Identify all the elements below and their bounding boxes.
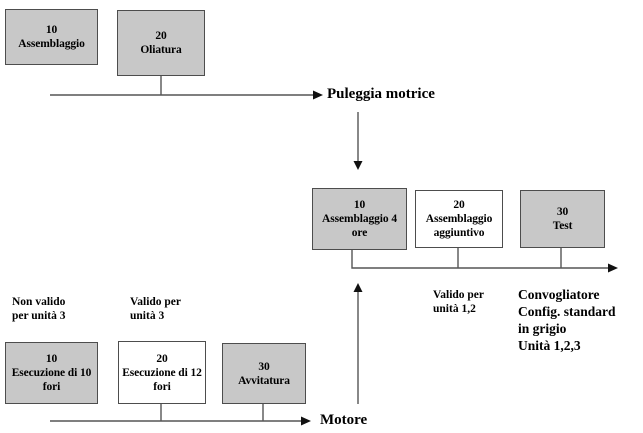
op-box-assembly-20[interactable]: 20 Assemblaggio aggiuntivo (415, 190, 503, 248)
flow-label-puleggia-motrice: Puleggia motrice (327, 86, 435, 102)
op-box-motore-20[interactable]: 20 Esecuzione di 12 fori (118, 341, 206, 404)
assembly-arrowhead (608, 263, 618, 273)
note-valido-unita-3: Valido per unità 3 (130, 296, 182, 322)
puleggia-arrowhead (313, 90, 323, 100)
puleggia-to-assembly-arrowhead (353, 161, 363, 170)
op-label: Avvitatura (238, 374, 290, 387)
op-box-assembly-30[interactable]: 30 Test (520, 190, 605, 248)
note-non-valido-unita-3: Non valido per unità 3 (12, 296, 66, 322)
op-label: Esecuzione di 12 fori (122, 366, 202, 393)
op-box-motore-10[interactable]: 10 Esecuzione di 10 fori (5, 342, 98, 404)
op-box-assembly-10[interactable]: 10 Assemblaggio 4 ore (312, 188, 407, 250)
op-label: Esecuzione di 10 fori (11, 367, 92, 393)
op-number: 20 (156, 352, 168, 365)
flow-label-motore: Motore (320, 412, 368, 428)
op-number: 10 (45, 353, 58, 365)
motore-arrowhead (301, 416, 311, 426)
assembly-baseline (351, 250, 608, 269)
final-product-description: Convogliatore Config. standard in grigio… (518, 287, 616, 353)
op-box-motore-30[interactable]: 30 Avvitatura (222, 343, 306, 404)
note-valido-unita-1-2: Valido per unità 1,2 (433, 289, 485, 315)
op-label: Assemblaggio (18, 38, 85, 50)
op-number: 30 (556, 206, 569, 218)
op-number: 10 (353, 199, 366, 211)
op-number: 10 (45, 24, 58, 36)
op-label: Assemblaggio 4 ore (322, 213, 397, 239)
op-label: Test (552, 220, 573, 232)
op-label: Assemblaggio aggiuntivo (425, 213, 493, 239)
op-label: Oliatura (140, 44, 182, 56)
op-number: 30 (258, 360, 270, 373)
op-number: 20 (155, 30, 167, 42)
op-box-puleggia-10[interactable]: 10 Assemblaggio (5, 9, 98, 65)
op-box-puleggia-20[interactable]: 20 Oliatura (117, 10, 205, 76)
motore-to-assembly-arrowhead (353, 283, 363, 292)
op-number: 20 (453, 199, 465, 211)
